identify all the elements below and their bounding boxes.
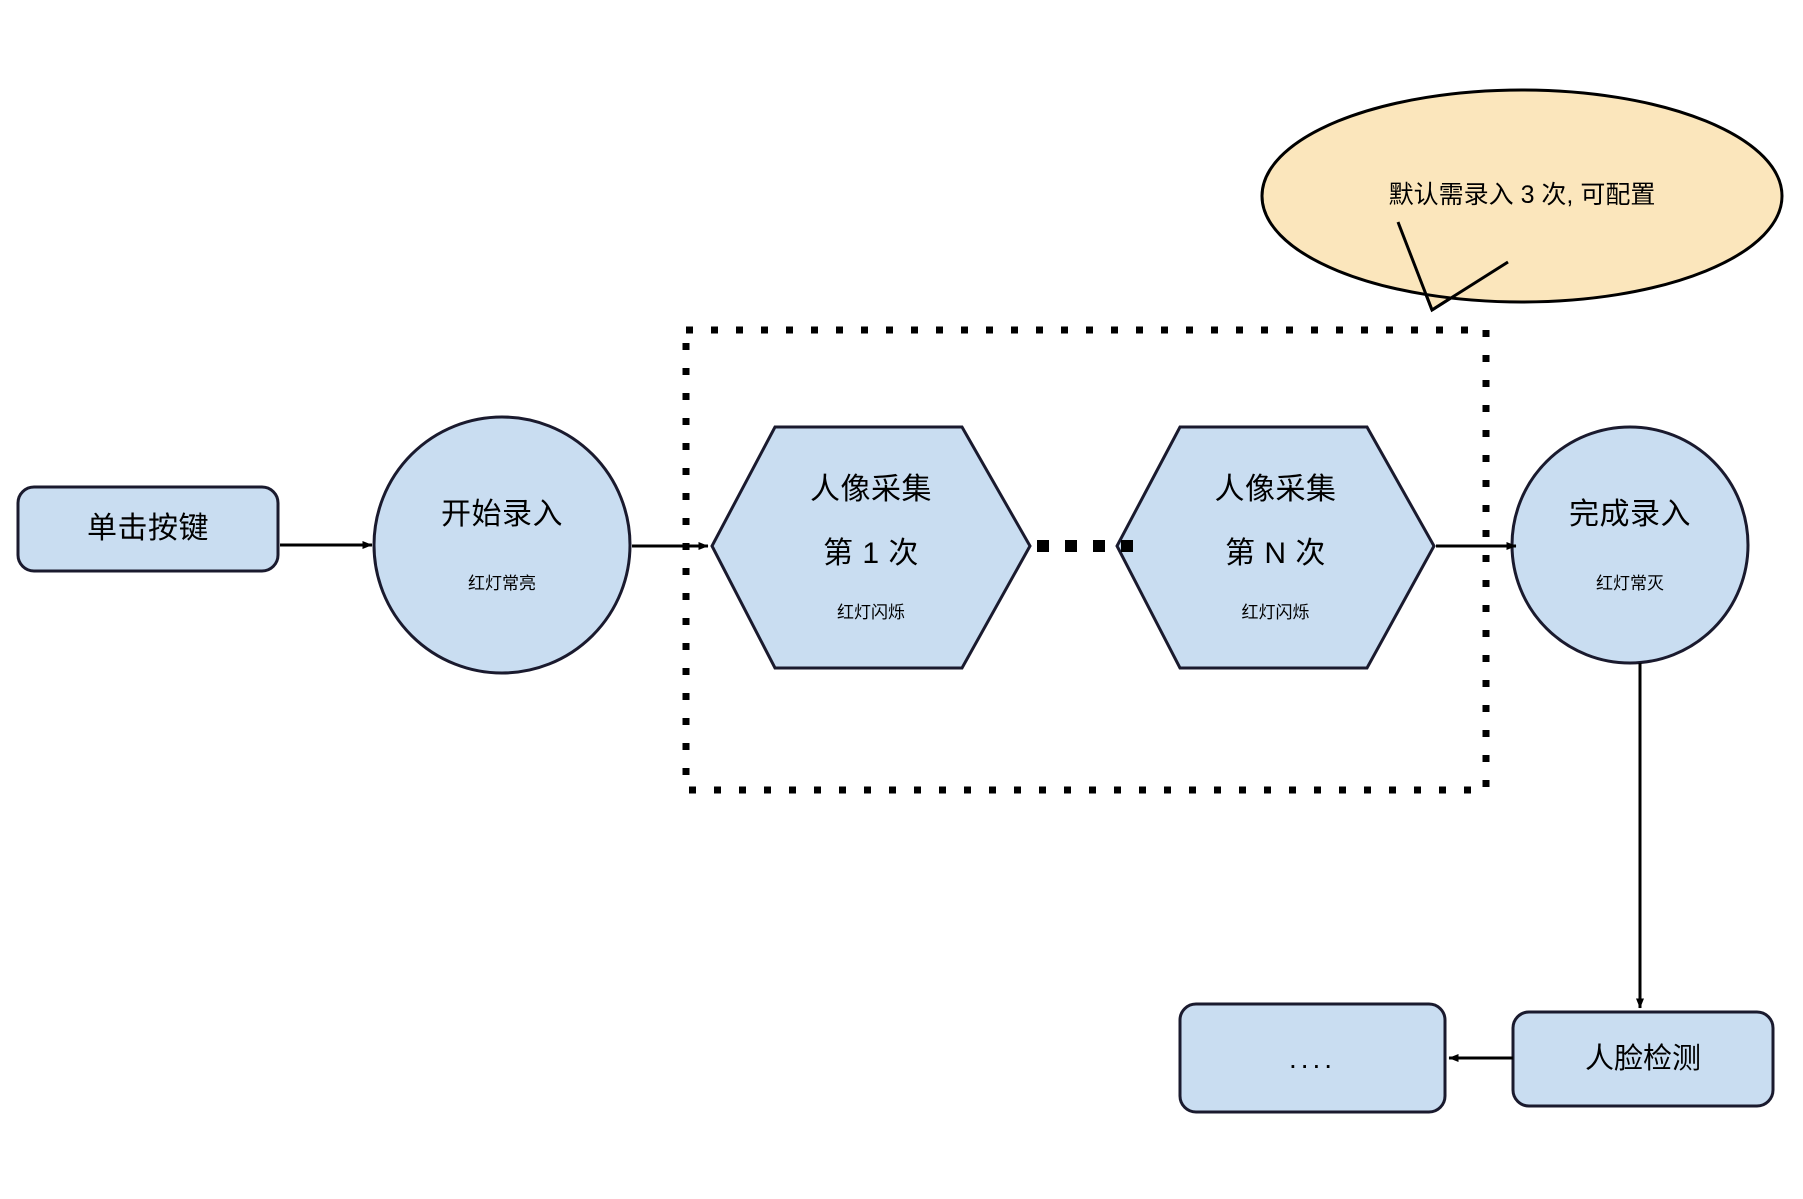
capture-loop-container [682,326,1490,794]
node-start-enroll-shape[interactable] [372,415,632,675]
node-face-detect-shape[interactable] [1511,1010,1775,1108]
node-click-key-shape[interactable] [16,485,280,573]
hexagon-ellipsis [1037,540,1133,552]
callout-enroll-count[interactable] [1260,88,1784,313]
node-capture-n-shape[interactable] [1115,425,1436,670]
node-capture-1-shape[interactable] [710,425,1032,670]
node-finish-enroll-shape[interactable] [1510,425,1750,665]
node-more-steps-shape[interactable] [1178,1002,1447,1114]
